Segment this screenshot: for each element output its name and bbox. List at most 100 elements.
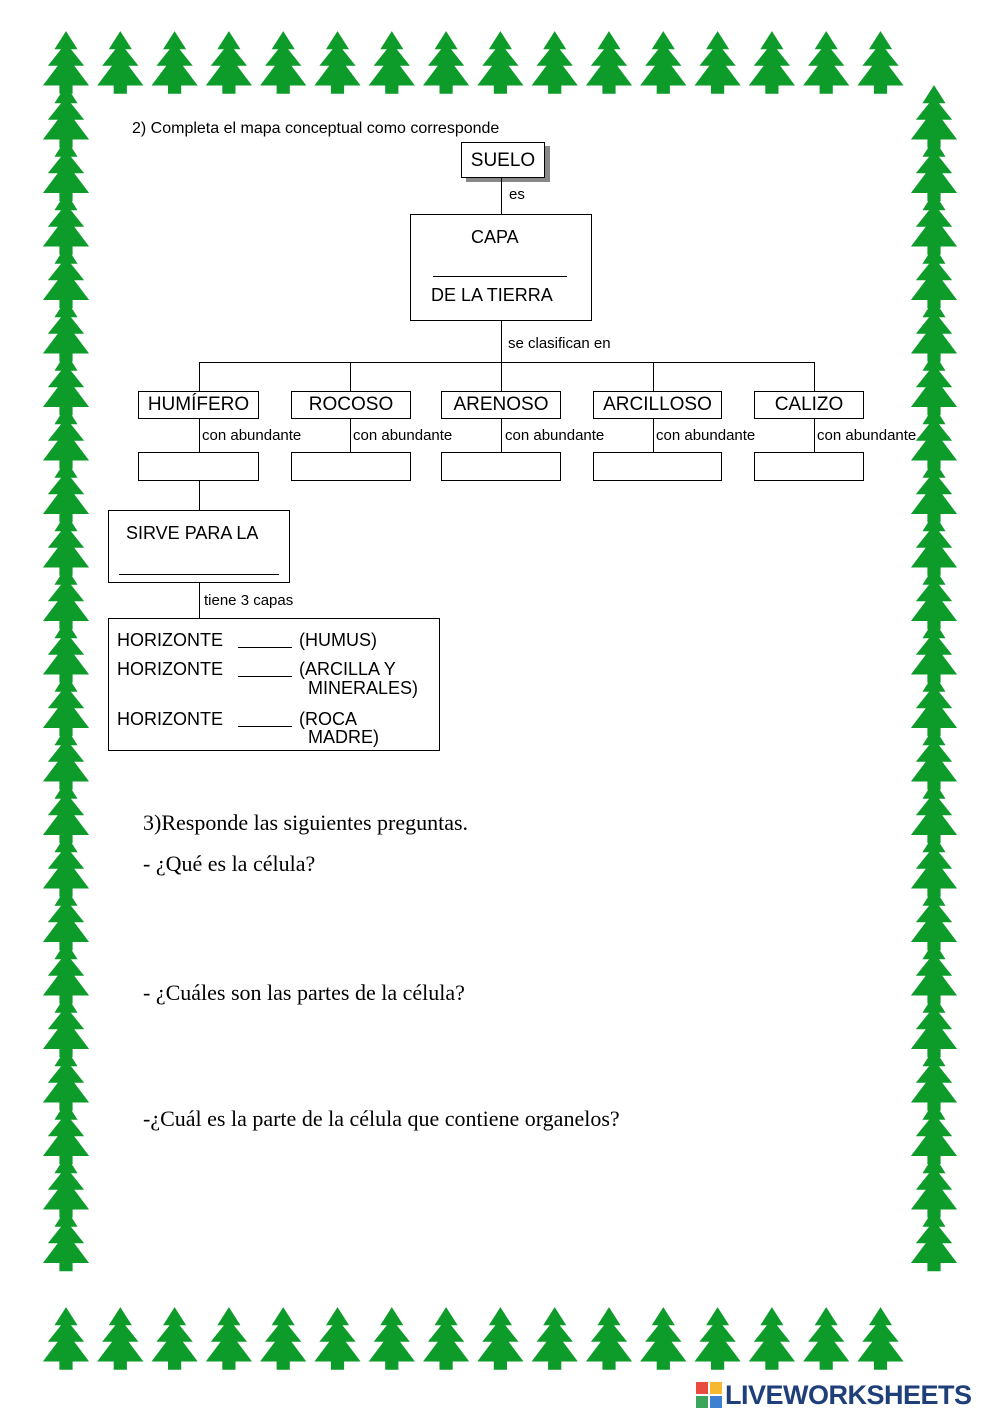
abundant-connector-4	[653, 419, 654, 453]
pine-tree-icon	[748, 1307, 795, 1370]
drop-rocoso	[350, 362, 351, 392]
pine-tree-icon	[803, 31, 850, 94]
pine-tree-icon	[910, 994, 958, 1058]
answer-box-arenoso[interactable]	[441, 452, 561, 481]
capa-box: CAPA DE LA TIERRA	[410, 214, 592, 321]
pine-tree-icon	[42, 1155, 90, 1218]
pine-tree-icon	[42, 406, 90, 469]
drop-arenoso	[501, 362, 502, 392]
pine-tree-icon	[857, 1307, 904, 1370]
pine-tree-icon	[260, 31, 307, 94]
pine-tree-icon	[423, 1307, 470, 1370]
horizon-3-blank[interactable]	[238, 708, 293, 727]
pine-tree-icon	[857, 31, 904, 94]
category-arcilloso-label: ARCILLOSO	[603, 394, 712, 415]
pine-tree-icon	[42, 620, 90, 683]
pine-tree-icon	[42, 31, 90, 94]
horizon-1-desc: (HUMUS)	[299, 630, 378, 650]
pine-tree-icon	[42, 459, 90, 523]
horizon-2-label: HORIZONTE	[117, 659, 223, 679]
pine-tree-icon	[42, 941, 90, 1004]
pine-tree-icon	[42, 513, 90, 576]
exercise-2-heading: 2) Completa el mapa conceptual como corr…	[132, 120, 500, 137]
horizon-row-1: HORIZONTE (HUMUS)	[117, 629, 437, 651]
suelo-box: SUELO	[461, 142, 545, 178]
pine-tree-icon	[477, 31, 524, 94]
connector-capa-tree	[501, 321, 502, 363]
answer-box-calizo[interactable]	[754, 452, 864, 481]
pine-tree-icon	[910, 513, 958, 576]
horizon-3-label: HORIZONTE	[117, 709, 223, 729]
pine-tree-icon	[42, 834, 90, 897]
pine-tree-icon	[42, 887, 90, 951]
pine-tree-icon	[97, 31, 144, 94]
link-capas: tiene 3 capas	[204, 592, 294, 609]
answer-area-1[interactable]	[143, 885, 883, 975]
pine-tree-icon	[694, 31, 741, 94]
pine-tree-icon	[803, 1307, 850, 1370]
pine-tree-icon	[910, 1208, 958, 1272]
pine-tree-icon	[42, 780, 90, 844]
answer-box-arcilloso[interactable]	[593, 452, 722, 481]
abundant-connector-1	[199, 419, 200, 453]
pine-tree-icon	[205, 1307, 252, 1370]
pine-tree-icon	[42, 1307, 90, 1370]
liveworksheets-logo-icon	[696, 1382, 722, 1408]
pine-tree-icon	[42, 566, 90, 630]
answer-area-2[interactable]	[143, 1014, 883, 1099]
pine-tree-icon	[42, 245, 90, 309]
pine-tree-icon	[910, 834, 958, 897]
capa-blank-line[interactable]	[433, 276, 567, 277]
link-abundant-4: con abundante	[656, 427, 756, 444]
liveworksheets-logo: LIVEWORKSHEETS	[696, 1379, 972, 1411]
question-3: -¿Cuál es la parte de la célula que cont…	[143, 1106, 620, 1131]
link-abundant-2: con abundante	[353, 427, 453, 444]
pine-tree-icon	[640, 1307, 687, 1370]
answer-box-humifero[interactable]	[138, 452, 259, 481]
logo-text: LIVEWORKSHEETS	[725, 1379, 972, 1410]
horizon-3-desc-line2: MADRE)	[308, 727, 379, 747]
sirve-box: SIRVE PARA LA	[108, 510, 290, 583]
pine-tree-icon	[910, 406, 958, 469]
category-arenoso: ARENOSO	[441, 391, 561, 419]
category-humifero: HUMÍFERO	[138, 391, 259, 419]
category-calizo-label: CALIZO	[774, 394, 844, 415]
pine-tree-icon	[97, 1307, 144, 1370]
pine-tree-icon	[910, 887, 958, 951]
pine-tree-icon	[42, 1048, 90, 1111]
pine-tree-icon	[585, 1307, 633, 1370]
answer-area-3[interactable]	[143, 1140, 883, 1280]
horizon-row-3: HORIZONTE (ROCA	[117, 708, 437, 730]
capa-bottom-label: DE LA TIERRA	[431, 285, 553, 305]
answer-box-rocoso[interactable]	[291, 452, 411, 481]
abundant-connector-3	[501, 419, 502, 453]
question-1: - ¿Qué es la célula?	[143, 851, 316, 876]
pine-tree-icon	[42, 85, 90, 148]
pine-tree-icon	[531, 31, 578, 94]
connector-sirve-horizontes	[199, 583, 200, 619]
pine-tree-icon	[368, 31, 415, 94]
horizon-1-label: HORIZONTE	[117, 630, 223, 650]
pine-tree-icon	[205, 31, 252, 94]
drop-arcilloso	[653, 362, 654, 392]
category-calizo: CALIZO	[754, 391, 864, 419]
horizon-3-desc: (ROCA	[299, 709, 358, 729]
category-humifero-label: HUMÍFERO	[147, 394, 250, 415]
sirve-blank-line[interactable]	[119, 574, 279, 575]
pine-tree-icon	[314, 1307, 361, 1370]
pine-tree-icon	[640, 31, 687, 94]
pine-tree-icon	[42, 727, 90, 790]
horizon-2-desc: (ARCILLA Y	[299, 659, 396, 679]
category-arenoso-label: ARENOSO	[453, 394, 549, 415]
horizon-2-blank[interactable]	[238, 658, 293, 677]
pine-tree-icon	[910, 85, 958, 148]
pine-tree-icon	[910, 299, 958, 362]
horizon-row-2: HORIZONTE (ARCILLA Y	[117, 658, 437, 680]
pine-tree-icon	[531, 1307, 578, 1370]
pine-tree-icon	[314, 31, 361, 94]
drop-calizo	[814, 362, 815, 392]
connector-humifero-sirve	[199, 481, 200, 511]
horizons-box: HORIZONTE (HUMUS) HORIZONTE (ARCILLA Y M…	[108, 618, 440, 751]
pine-tree-icon	[151, 1307, 198, 1370]
horizon-1-blank[interactable]	[238, 629, 293, 648]
